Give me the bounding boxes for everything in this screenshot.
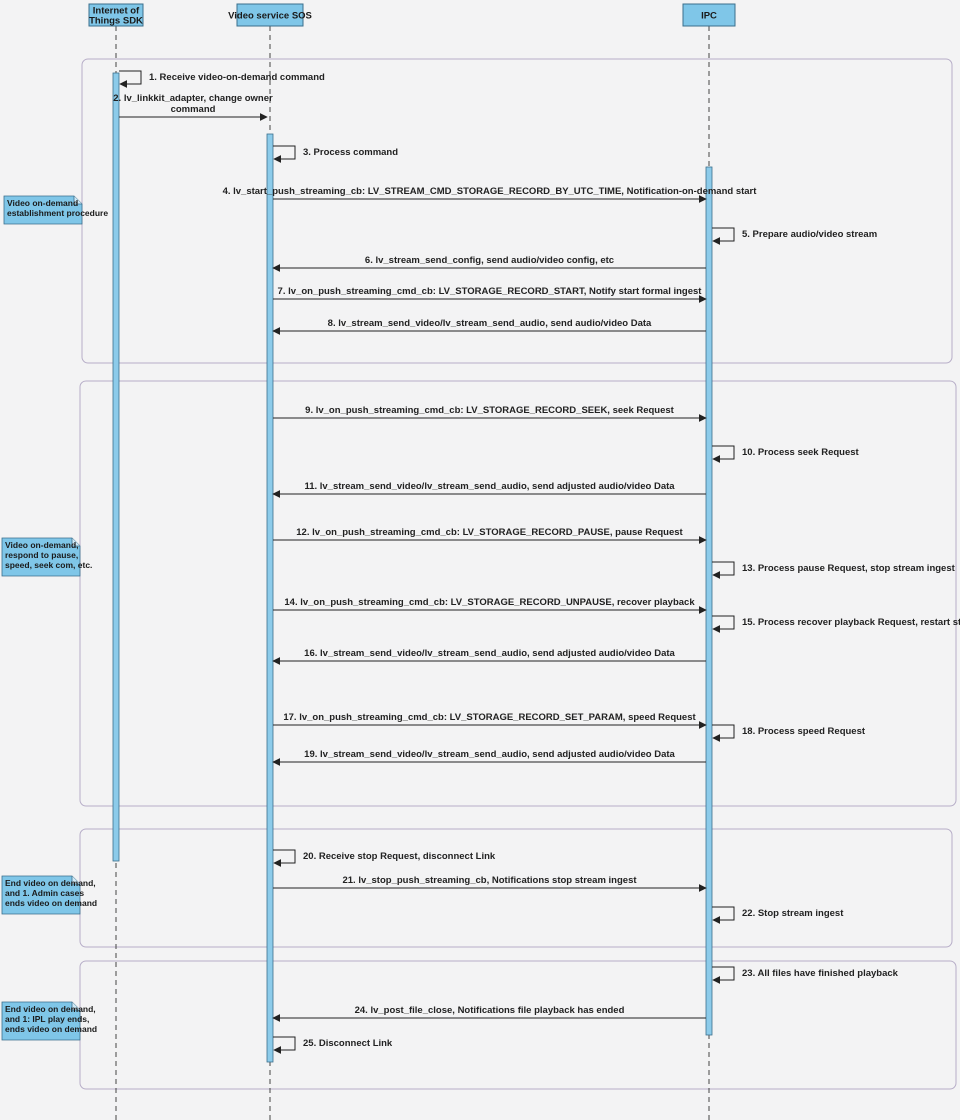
message-22: 22. Stop stream ingest bbox=[712, 906, 844, 924]
message-label: 23. All files have finished playback bbox=[742, 968, 899, 979]
note-label: End video on demand,and 1: IPL play ends… bbox=[5, 1004, 97, 1034]
actor-box bbox=[88, 3, 144, 27]
message-13: 13. Process pause Request, stop stream i… bbox=[712, 561, 956, 579]
self-message-arrow bbox=[273, 849, 296, 867]
message-label: 1. Receive video-on-demand command bbox=[149, 72, 325, 83]
message-11: 11. lv_stream_send_video/lv_stream_send_… bbox=[272, 481, 706, 498]
message-21: 21. lv_stop_push_streaming_cb, Notificat… bbox=[273, 875, 707, 892]
message-24: 24. lv_post_file_close, Notifications fi… bbox=[272, 1005, 706, 1022]
actor-box bbox=[682, 3, 736, 27]
actor-box bbox=[236, 3, 304, 27]
message-label: 18. Process speed Request bbox=[742, 726, 866, 737]
message-label: 11. lv_stream_send_video/lv_stream_send_… bbox=[304, 481, 675, 492]
group-frames bbox=[79, 58, 957, 1090]
message-7: 7. lv_on_push_streaming_cmd_cb: LV_STORA… bbox=[273, 286, 707, 303]
message-4: 4. lv_start_push_streaming_cb: LV_STREAM… bbox=[223, 186, 758, 203]
message-23: 23. All files have finished playback bbox=[712, 966, 899, 984]
message-label: 3. Process command bbox=[303, 147, 398, 158]
message-label: 24. lv_post_file_close, Notifications fi… bbox=[355, 1005, 625, 1016]
message-label: 8. lv_stream_send_video/lv_stream_send_a… bbox=[328, 318, 652, 329]
message-16: 16. lv_stream_send_video/lv_stream_send_… bbox=[272, 648, 706, 665]
message-label: 17. lv_on_push_streaming_cmd_cb: LV_STOR… bbox=[283, 712, 696, 723]
message-label: 22. Stop stream ingest bbox=[742, 908, 844, 919]
message-25: 25. Disconnect Link bbox=[273, 1036, 393, 1054]
message-label: 6. lv_stream_send_config, send audio/vid… bbox=[365, 255, 614, 266]
message-14: 14. lv_on_push_streaming_cmd_cb: LV_STOR… bbox=[273, 597, 707, 614]
activation-bar-vs bbox=[266, 133, 274, 1063]
message-9: 9. lv_on_push_streaming_cmd_cb: LV_STORA… bbox=[273, 405, 707, 422]
note-fold bbox=[71, 538, 80, 547]
message-label: 5. Prepare audio/video stream bbox=[742, 229, 877, 240]
self-message-arrow bbox=[712, 615, 735, 633]
note-fold bbox=[71, 876, 80, 885]
group-frame bbox=[79, 960, 957, 1090]
message-19: 19. lv_stream_send_video/lv_stream_send_… bbox=[272, 749, 706, 766]
message-label: 15. Process recover playback Request, re… bbox=[742, 617, 960, 628]
note-label: Video on-demand,respond to pause,speed, … bbox=[5, 540, 92, 570]
message-6: 6. lv_stream_send_config, send audio/vid… bbox=[272, 255, 706, 272]
message-label: 25. Disconnect Link bbox=[303, 1038, 393, 1049]
self-message-arrow bbox=[712, 966, 735, 984]
message-label: 16. lv_stream_send_video/lv_stream_send_… bbox=[304, 648, 675, 659]
message-label: 13. Process pause Request, stop stream i… bbox=[742, 563, 956, 574]
message-20: 20. Receive stop Request, disconnect Lin… bbox=[273, 849, 496, 867]
message-10: 10. Process seek Request bbox=[712, 445, 860, 463]
message-12: 12. lv_on_push_streaming_cmd_cb: LV_STOR… bbox=[273, 527, 707, 544]
message-17: 17. lv_on_push_streaming_cmd_cb: LV_STOR… bbox=[273, 712, 707, 729]
self-message-arrow bbox=[712, 906, 735, 924]
self-message-arrow bbox=[273, 145, 296, 163]
activation-bars bbox=[112, 72, 713, 1063]
message-label: 21. lv_stop_push_streaming_cb, Notificat… bbox=[342, 875, 637, 886]
message-18: 18. Process speed Request bbox=[712, 724, 866, 742]
message-label: 10. Process seek Request bbox=[742, 447, 860, 458]
message-1: 1. Receive video-on-demand command bbox=[119, 70, 325, 88]
message-label: 4. lv_start_push_streaming_cb: LV_STREAM… bbox=[223, 186, 758, 197]
message-label: 9. lv_on_push_streaming_cmd_cb: LV_STORA… bbox=[305, 405, 675, 416]
message-8: 8. lv_stream_send_video/lv_stream_send_a… bbox=[272, 318, 706, 335]
messages: 1. Receive video-on-demand command 2. lv_… bbox=[113, 70, 960, 1054]
self-message-arrow bbox=[712, 227, 735, 245]
actor-label: IPC bbox=[701, 11, 717, 22]
message-label: 12. lv_on_push_streaming_cmd_cb: LV_STOR… bbox=[296, 527, 683, 538]
message-5: 5. Prepare audio/video stream bbox=[712, 227, 877, 245]
note-2: Video on-demand,respond to pause,speed, … bbox=[1, 537, 92, 577]
self-message-arrow bbox=[712, 445, 735, 463]
note-fold bbox=[73, 196, 82, 205]
actor-ipc: IPC bbox=[682, 3, 736, 27]
note-fold bbox=[71, 1002, 80, 1011]
actor-vs: Video service SOS bbox=[228, 3, 312, 27]
self-message-arrow bbox=[712, 724, 735, 742]
message-label: 14. lv_on_push_streaming_cmd_cb: LV_STOR… bbox=[284, 597, 695, 608]
note-4: End video on demand,and 1: IPL play ends… bbox=[1, 1001, 97, 1041]
actor-label: Video service SOS bbox=[228, 11, 312, 22]
activation-bar-ipc bbox=[705, 166, 713, 1036]
group-frame bbox=[79, 380, 957, 807]
note-box bbox=[3, 195, 83, 225]
note-box bbox=[1, 875, 81, 915]
message-label: 20. Receive stop Request, disconnect Lin… bbox=[303, 851, 496, 862]
activation-bar-iot bbox=[112, 72, 120, 862]
message-15: 15. Process recover playback Request, re… bbox=[712, 615, 960, 633]
note-box bbox=[1, 1001, 81, 1041]
self-message-arrow bbox=[119, 70, 142, 88]
self-message-arrow bbox=[712, 561, 735, 579]
message-label: 19. lv_stream_send_video/lv_stream_send_… bbox=[304, 749, 675, 760]
note-box bbox=[1, 537, 81, 577]
self-message-arrow bbox=[273, 1036, 296, 1054]
message-3: 3. Process command bbox=[273, 145, 398, 163]
message-label: 7. lv_on_push_streaming_cmd_cb: LV_STORA… bbox=[278, 286, 703, 297]
